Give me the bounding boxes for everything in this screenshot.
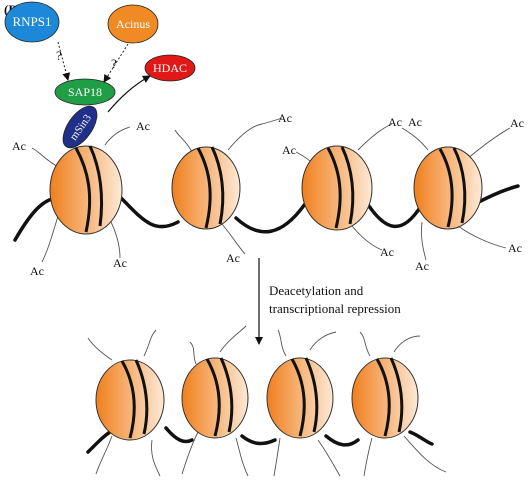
acetyl-label: Ac (415, 259, 429, 273)
acetyl-label: Ac (388, 115, 402, 129)
acetyl-label: Ac (408, 115, 422, 129)
dna-strand-top (13, 184, 520, 242)
msin3-protein (62, 105, 98, 149)
acetyl-label: Ac (508, 241, 522, 255)
rnps1-protein (4, 1, 60, 43)
protein-complex: ? ? RNPS1 Acinus SAP18 HDAC mSin3 (4, 1, 196, 149)
sap18-protein (54, 78, 116, 106)
hdac-label: HDAC (153, 61, 187, 75)
acetyl-label: Ac (380, 245, 394, 259)
nucleosome-top-3 (301, 145, 373, 231)
acetyl-label: Ac (136, 119, 150, 133)
nucleosome-bottom-3 (266, 357, 334, 439)
caption-line-2: transcriptional repression (269, 301, 401, 316)
nucleosome-top-1 (49, 145, 123, 235)
rnps1-to-sap18-dotted-arrow (57, 41, 71, 81)
acetyl-label: Ac (30, 264, 44, 278)
acetyl-label: Ac (226, 251, 240, 265)
nucleosome-bottom-4 (351, 357, 419, 439)
acetylated-chromatin: Ac Ac Ac Ac Ac Ac Ac Ac Ac Ac Ac Ac Ac (12, 111, 524, 278)
acetyl-label: Ac (12, 139, 26, 153)
acetyl-label: Ac (282, 143, 296, 157)
histone-tails-bottom (87, 325, 447, 477)
hdac-protein (144, 54, 196, 82)
dna-strand-bottom (86, 426, 434, 454)
nucleosome-bottom-2 (181, 357, 249, 439)
msin3-to-hdac-arrow (107, 75, 151, 113)
acetyl-label: Ac (278, 111, 292, 125)
nucleosome-top-2 (171, 146, 241, 230)
caption-line-1: Deacetylation and (269, 283, 364, 298)
acinus-label: Acinus (116, 17, 150, 31)
acinus-protein (107, 4, 159, 44)
deacetylated-chromatin (86, 325, 447, 477)
question-mark-right: ? (111, 56, 117, 71)
sap18-label: SAP18 (68, 85, 102, 99)
acetyl-label: Ac (113, 256, 127, 270)
acinus-to-sap18-dotted-arrow (103, 43, 129, 83)
question-mark-left: ? (56, 48, 62, 63)
nucleosome-top-4 (413, 146, 483, 230)
acetyl-label: Ac (510, 116, 524, 130)
nucleosome-bottom-1 (95, 359, 165, 441)
rnps1-label: RNPS1 (12, 14, 51, 29)
